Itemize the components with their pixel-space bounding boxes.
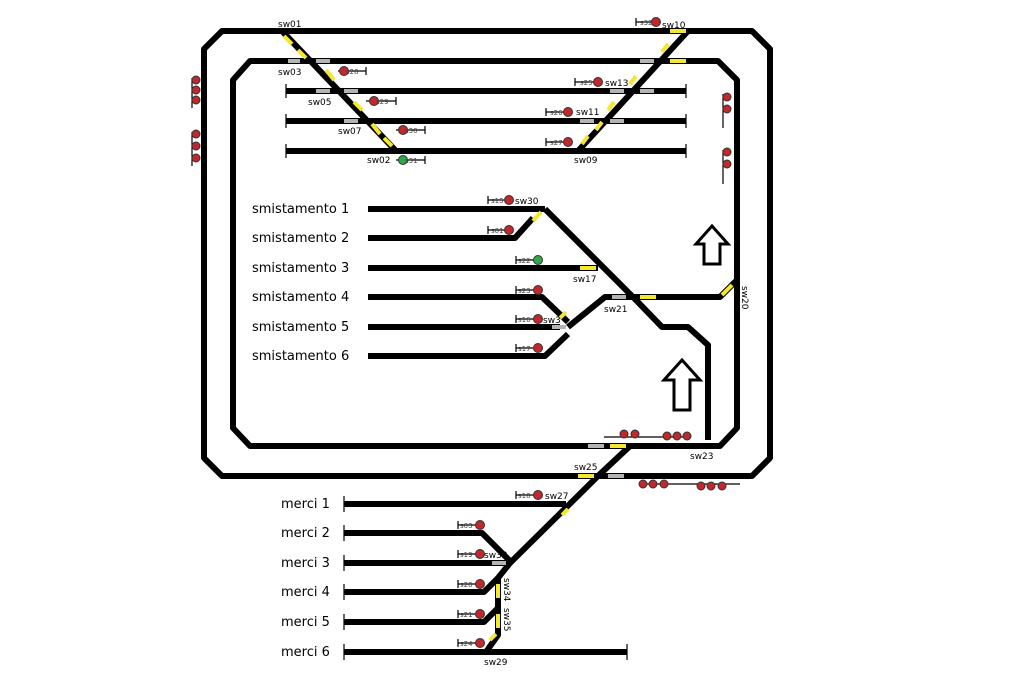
signal-s24[interactable]: [457, 638, 485, 648]
inner-loop-track: [230, 58, 740, 449]
switch-label-sw13[interactable]: sw13: [605, 79, 629, 89]
signal-s03[interactable]: [457, 520, 485, 530]
signal-s01[interactable]: [487, 225, 514, 235]
signal-right-inner-2[interactable]: [722, 147, 732, 184]
signal-label: s22: [518, 257, 531, 265]
signal-s31[interactable]: [396, 155, 426, 165]
signal-label: s32: [640, 19, 653, 27]
siding-label-6: smistamento 6: [252, 349, 349, 364]
freight-label-3: merci 3: [281, 556, 330, 571]
signal-s15[interactable]: [487, 195, 514, 205]
freight-label-1: merci 1: [281, 497, 330, 512]
switch-label-sw34[interactable]: sw34: [501, 578, 511, 602]
switch-label-sw35[interactable]: sw35: [501, 608, 511, 632]
signal-label: s25: [580, 79, 593, 87]
signal-s26[interactable]: [545, 107, 573, 117]
signal-label: s17: [518, 345, 531, 353]
siding-label-5: smistamento 5: [252, 320, 349, 335]
switch-label-sw27[interactable]: sw27: [545, 492, 569, 502]
signal-s28[interactable]: [338, 66, 367, 76]
signal-s25[interactable]: [574, 77, 603, 87]
signal-label: s15: [491, 197, 504, 205]
signal-bottom-inner-group[interactable]: [604, 429, 692, 441]
arrow-up-icon: [692, 223, 732, 266]
freight-track-4: [344, 575, 501, 595]
siding-track-4: [368, 294, 571, 325]
siding-track-6: [368, 331, 571, 359]
switch-label-sw33[interactable]: sw33: [484, 551, 508, 561]
freight-label-4: merci 4: [281, 585, 330, 600]
switch-label-sw17[interactable]: sw17: [573, 275, 597, 285]
signal-label: s24: [460, 640, 473, 648]
switch-label-sw11[interactable]: sw11: [576, 108, 600, 118]
switch-label-sw09[interactable]: sw09: [574, 156, 598, 166]
signal-label: s18: [518, 492, 531, 500]
signal-label: s23: [518, 287, 531, 295]
signal-right-inner-1[interactable]: [722, 92, 732, 128]
signal-label: s27: [550, 139, 563, 147]
switch-label-sw01[interactable]: sw01: [278, 20, 302, 30]
signal-s17[interactable]: [515, 343, 543, 353]
central-diagonal-track: [542, 206, 711, 440]
freight-track-2: [344, 530, 513, 564]
switch-label-sw10[interactable]: sw10: [662, 21, 686, 31]
siding-label-4: smistamento 4: [252, 290, 349, 305]
switch-label-sw29[interactable]: sw29: [484, 658, 508, 668]
siding-label-3: smistamento 3: [252, 261, 349, 276]
signal-s30[interactable]: [396, 125, 426, 135]
signal-s29[interactable]: [366, 96, 397, 106]
switch-label-sw25[interactable]: sw25: [574, 463, 598, 473]
signal-left-outer-2[interactable]: [191, 129, 201, 166]
signal-label: s19: [460, 551, 473, 559]
switch-label-sw02[interactable]: sw02: [367, 156, 391, 166]
switch-label-sw07[interactable]: sw07: [338, 127, 362, 137]
signal-label: s16: [518, 316, 531, 324]
signal-label: s28: [346, 68, 359, 76]
freight-label-2: merci 2: [281, 526, 330, 541]
arrow-up-icon: [660, 357, 704, 412]
signal-label: s01: [491, 227, 504, 235]
signal-s16[interactable]: [515, 314, 543, 324]
switch-label-sw3[interactable]: sw3: [543, 316, 561, 326]
signal-s32[interactable]: [635, 17, 661, 27]
freight-connector-track: [483, 443, 633, 654]
signal-label: s29: [376, 98, 389, 106]
switch-label-sw05[interactable]: sw05: [308, 98, 332, 108]
signal-label: s21: [460, 611, 473, 619]
signal-label: s03: [460, 522, 473, 530]
signal-label: s20: [460, 581, 473, 589]
right-diagonal-track: [575, 28, 691, 154]
signal-s18[interactable]: [515, 490, 543, 500]
outer-loop-track: [201, 28, 773, 479]
signal-s27[interactable]: [545, 137, 573, 147]
freight-label-5: merci 5: [281, 615, 330, 630]
switch-label-sw30[interactable]: sw30: [515, 197, 539, 207]
switch-label-sw23[interactable]: sw23: [690, 452, 714, 462]
switch-label-sw03[interactable]: sw03: [278, 68, 302, 78]
signal-s23[interactable]: [515, 285, 543, 295]
freight-track-5: [344, 605, 501, 625]
signal-label: s30: [405, 127, 418, 135]
switch-label-sw20[interactable]: sw20: [739, 286, 749, 310]
freight-label-6: merci 6: [281, 645, 330, 660]
siding-label-1: smistamento 1: [252, 202, 349, 217]
signal-s19[interactable]: [457, 549, 485, 559]
signal-s22[interactable]: [515, 255, 543, 265]
signal-bottom-outer-group[interactable]: [638, 479, 740, 491]
switch-label-sw21[interactable]: sw21: [604, 305, 628, 315]
signal-s21[interactable]: [457, 609, 485, 619]
signal-left-outer-1[interactable]: [191, 75, 201, 108]
siding-track-2: [368, 215, 536, 241]
signal-label: s26: [550, 109, 563, 117]
signal-s20[interactable]: [457, 579, 485, 589]
signal-label: s31: [405, 157, 418, 165]
siding-label-2: smistamento 2: [252, 231, 349, 246]
